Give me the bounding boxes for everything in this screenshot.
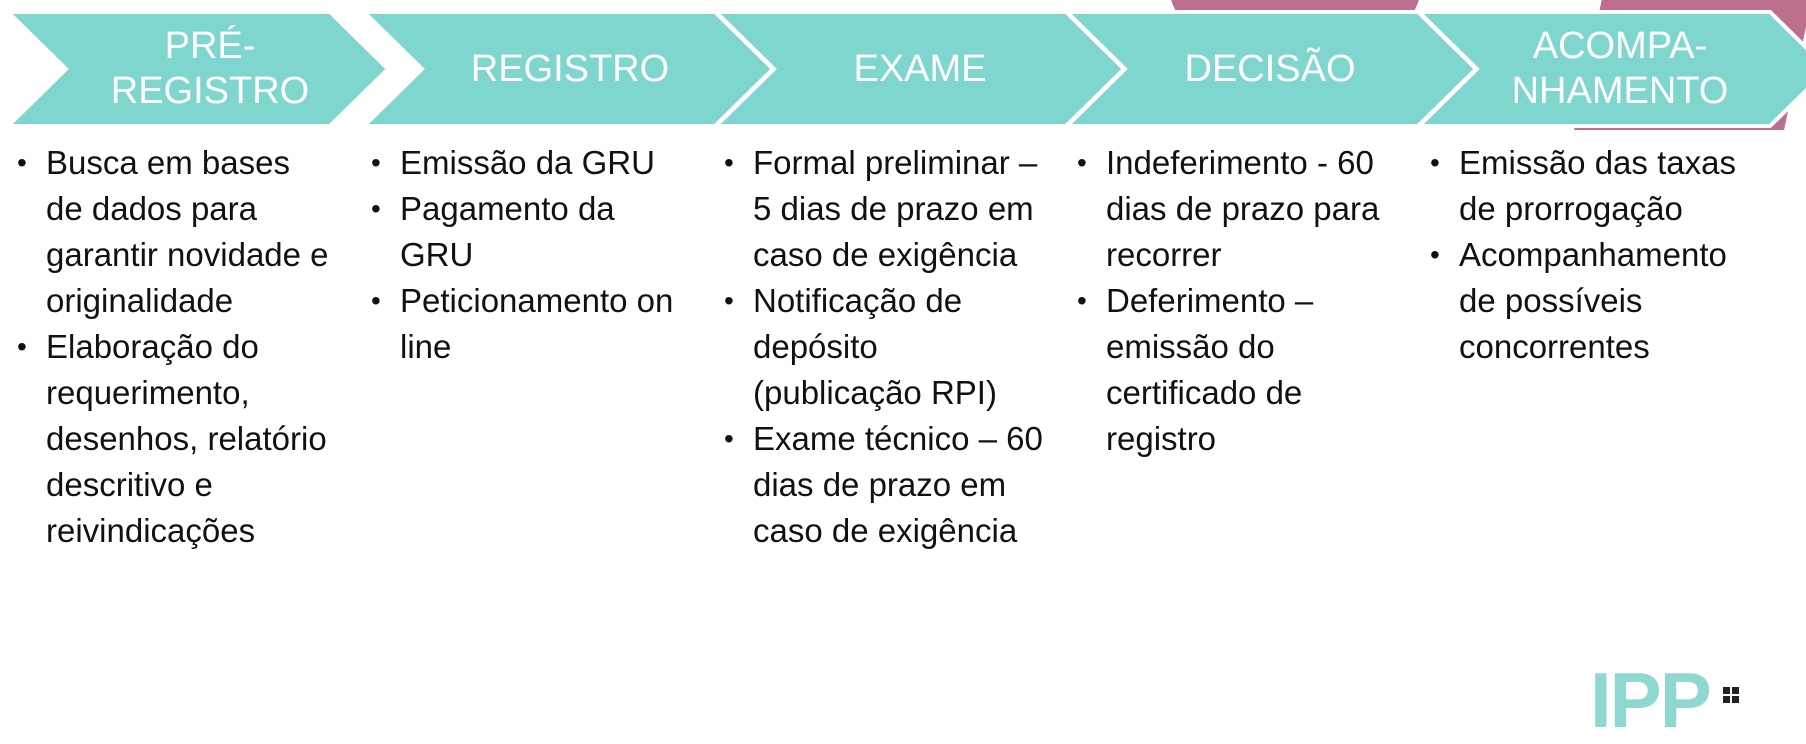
process-chevrons bbox=[3, 10, 1806, 128]
list-item: •Emissão da GRU bbox=[362, 140, 692, 186]
list-item: •Indeferimento - 60 dias de prazo para r… bbox=[1068, 140, 1398, 278]
bullet-icon: • bbox=[1430, 239, 1440, 270]
stage-column-pre-registro: •Busca em bases de dados para garantir n… bbox=[8, 140, 330, 554]
bullet-icon: • bbox=[17, 331, 27, 362]
bullet-icon: • bbox=[724, 285, 734, 316]
list-item: •Notificação de depósito (publicação RPI… bbox=[715, 278, 1050, 416]
list-item: •Emissão das taxas de prorrogação bbox=[1421, 140, 1751, 232]
logo-mark-icon bbox=[1723, 687, 1739, 703]
stage-title-exame: EXAME bbox=[853, 47, 987, 90]
stage-column-acompanhamento: •Emissão das taxas de prorrogação •Acomp… bbox=[1421, 140, 1751, 370]
list-item: •Peticionamento on line bbox=[362, 278, 692, 370]
bullet-icon: • bbox=[17, 147, 27, 178]
stage-title-registro: REGISTRO bbox=[470, 47, 670, 90]
bullet-icon: • bbox=[1077, 285, 1087, 316]
bullet-icon: • bbox=[371, 147, 381, 178]
list-item: •Elaboração do requerimento, desenhos, r… bbox=[8, 324, 330, 554]
stage-column-registro: •Emissão da GRU •Pagamento da GRU •Petic… bbox=[362, 140, 692, 370]
bullet-icon: • bbox=[371, 193, 381, 224]
chevron-pre-registro bbox=[3, 10, 391, 128]
stage-column-exame: •Formal preliminar – 5 dias de prazo em … bbox=[715, 140, 1050, 554]
bullet-icon: • bbox=[724, 147, 734, 178]
list-item: •Pagamento da GRU bbox=[362, 186, 692, 278]
list-item: •Acompanhamento de possíveis concorrente… bbox=[1421, 232, 1751, 370]
list-item: •Deferimento – emissão do certificado de… bbox=[1068, 278, 1398, 462]
bullet-icon: • bbox=[371, 285, 381, 316]
stage-title-decisao: DECISÃO bbox=[1184, 47, 1356, 90]
list-item: •Formal preliminar – 5 dias de prazo em … bbox=[715, 140, 1050, 278]
bullet-icon: • bbox=[1430, 147, 1440, 178]
bullet-icon: • bbox=[724, 423, 734, 454]
stage-title-pre-registro: PRÉ- REGISTRO bbox=[110, 25, 310, 112]
logo: IPP bbox=[1590, 656, 1712, 744]
stage-column-decisao: •Indeferimento - 60 dias de prazo para r… bbox=[1068, 140, 1398, 462]
bullet-icon: • bbox=[1077, 147, 1087, 178]
chevron-acompanhamento bbox=[1414, 10, 1806, 128]
list-item: •Exame técnico – 60 dias de prazo em cas… bbox=[715, 416, 1050, 554]
list-item: •Busca em bases de dados para garantir n… bbox=[8, 140, 330, 324]
stage-title-acompanhamento: ACOMPA- NHAMENTO bbox=[1511, 25, 1729, 112]
